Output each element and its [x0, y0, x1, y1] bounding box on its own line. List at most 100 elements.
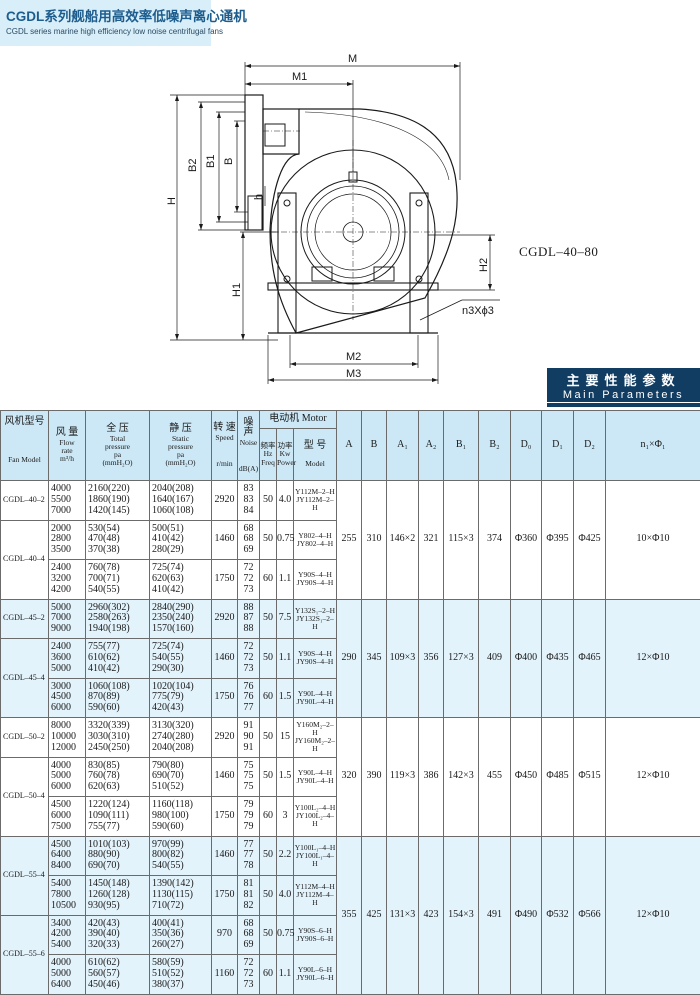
dim-cell-B1: 154×3 [444, 836, 479, 994]
badge-en: Main Parameters [547, 389, 700, 401]
total-pressure-cell: 760(78)700(71)540(55) [86, 560, 150, 600]
col-power: 功率 Kw Power [277, 429, 294, 481]
dim-cell-B1: 115×3 [444, 481, 479, 600]
dim-B1: B1 [205, 155, 217, 168]
static-pressure-cell: 1020(104)775(79)420(43) [150, 678, 212, 718]
dim-cell-D2: Φ566 [574, 836, 606, 994]
static-pressure-cell: 2040(208)1640(167)1060(108) [150, 481, 212, 521]
dim-cell-B1: 127×3 [444, 599, 479, 718]
dim-cell-D0: Φ450 [511, 718, 542, 837]
freq-cell: 50 [260, 876, 277, 916]
power-cell: 1.1 [277, 639, 294, 679]
dim-cell-A: 320 [337, 718, 362, 837]
dim-cell-B: 425 [362, 836, 387, 994]
total-pressure-cell: 2160(220)1860(190)1420(145) [86, 481, 150, 521]
dim-H1: H1 [231, 283, 243, 297]
dim-holes: n3Xϕ3 [462, 305, 494, 317]
total-pressure-cell: 1450(148)1260(128)930(95) [86, 876, 150, 916]
fan-model-cell: CGDL–40–4 [1, 520, 49, 599]
fan-drawing: M M1 H B2 B1 B h H1 H2 n3Xϕ3 M2 M3 [0, 0, 700, 400]
dim-cell-B: 345 [362, 599, 387, 718]
speed-cell: 1750 [212, 876, 238, 916]
fan-model-cell: CGDL–50–2 [1, 718, 49, 758]
speed-cell: 970 [212, 915, 238, 955]
dim-cell-B: 390 [362, 718, 387, 837]
total-pressure-cell: 420(43)390(40)320(33) [86, 915, 150, 955]
power-cell: 15 [277, 718, 294, 758]
speed-cell: 1160 [212, 955, 238, 995]
freq-cell: 50 [260, 757, 277, 797]
dim-cell-B2: 409 [479, 599, 511, 718]
freq-cell: 50 [260, 481, 277, 521]
dim-cell-D1: Φ532 [542, 836, 574, 994]
power-cell: 0.75 [277, 915, 294, 955]
col-D0: D₀ [511, 411, 542, 481]
col-B1: B₁ [444, 411, 479, 481]
col-B: B [362, 411, 387, 481]
fan-model-cell: CGDL–50–4 [1, 757, 49, 836]
fan-model-cell: CGDL–55–6 [1, 915, 49, 994]
dim-cell-A2: 386 [419, 718, 444, 837]
dim-cell-D0: Φ400 [511, 599, 542, 718]
dim-cell-B2: 491 [479, 836, 511, 994]
total-pressure-cell: 2960(302)2580(263)1940(198) [86, 599, 150, 639]
freq-cell: 50 [260, 915, 277, 955]
power-cell: 4.0 [277, 876, 294, 916]
dim-cell-D1: Φ485 [542, 718, 574, 837]
dim-M1: M1 [292, 71, 307, 83]
fan-model-cell: CGDL–55–4 [1, 836, 49, 915]
dim-B2: B2 [187, 159, 199, 172]
speed-cell: 1750 [212, 678, 238, 718]
dim-cell-D0: Φ360 [511, 481, 542, 600]
fan-model-cell: CGDL–40–2 [1, 481, 49, 521]
speed-cell: 1460 [212, 520, 238, 560]
fan-model-cell: CGDL–45–2 [1, 599, 49, 639]
speed-cell: 1750 [212, 560, 238, 600]
col-static-pressure: 静 压 Static pressure pa (mmH₂O) [150, 411, 212, 481]
static-pressure-cell: 1160(118)980(100)590(60) [150, 797, 212, 837]
speed-cell: 2920 [212, 599, 238, 639]
dim-H2: H2 [478, 258, 490, 272]
dim-cell-D1: Φ435 [542, 599, 574, 718]
dim-cell-A1: 109×3 [387, 599, 419, 718]
power-cell: 2.2 [277, 836, 294, 876]
power-cell: 3 [277, 797, 294, 837]
freq-cell: 60 [260, 797, 277, 837]
freq-cell: 50 [260, 520, 277, 560]
col-fan-model: 风机型号 Fan Model [1, 411, 49, 481]
dim-B: B [223, 158, 235, 165]
total-pressure-cell: 3320(339)3030(310)2450(250) [86, 718, 150, 758]
speed-cell: 1460 [212, 639, 238, 679]
dim-cell-A1: 119×3 [387, 718, 419, 837]
total-pressure-cell: 755(77)610(62)410(42) [86, 639, 150, 679]
badge-cn: 主要性能参数 [547, 370, 700, 389]
dim-cell-n1: 12×Φ10 [606, 599, 700, 718]
dim-H: H [166, 197, 178, 205]
static-pressure-cell: 1390(142)1130(115)710(72) [150, 876, 212, 916]
dim-cell-A1: 131×3 [387, 836, 419, 994]
